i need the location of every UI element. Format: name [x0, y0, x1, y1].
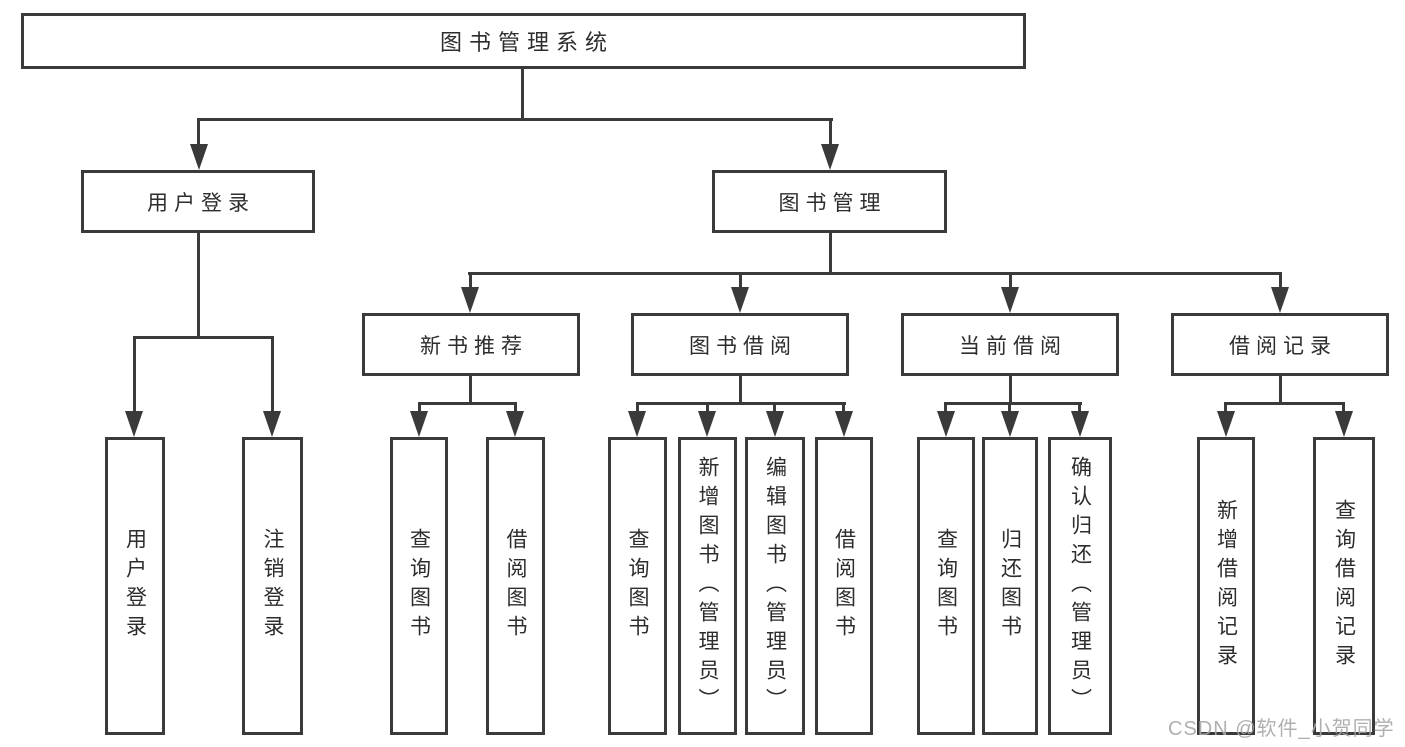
connector-line — [1342, 402, 1345, 416]
arrowhead-down-icon — [125, 411, 143, 437]
leaf-add-books-admin: 新增图书（管理员） — [678, 437, 737, 735]
leaf-label: 查询图书 — [407, 528, 431, 644]
connector-line — [636, 402, 846, 405]
leaf-label: 借阅图书 — [504, 528, 527, 644]
leaf-label: 查询图书 — [934, 528, 958, 644]
arrowhead-down-icon — [731, 287, 749, 313]
connector-line — [521, 69, 524, 121]
leaf-confirm-return-admin: 确认归还（管理员） — [1048, 437, 1112, 735]
connector-line — [418, 402, 517, 405]
node-user-login-group: 用户登录 — [81, 170, 315, 233]
node-label: 用户登录 — [147, 191, 255, 215]
leaf-query-books-borrow: 查询图书 — [608, 437, 667, 735]
connector-line — [842, 402, 845, 416]
leaf-label: 编辑图书（管理员） — [763, 455, 787, 717]
leaf-label: 查询图书 — [626, 528, 649, 644]
arrowhead-down-icon — [461, 287, 479, 313]
node-label: 图书管理 — [778, 191, 887, 215]
leaf-user-login: 用户登录 — [105, 437, 165, 735]
leaf-label: 新增图书（管理员） — [696, 455, 719, 717]
connector-line — [1008, 402, 1011, 416]
leaf-query-books-current: 查询图书 — [917, 437, 975, 735]
node-label: 借阅记录 — [1229, 334, 1337, 358]
leaf-edit-books-admin: 编辑图书（管理员） — [745, 437, 805, 735]
node-current-borrowing: 当前借阅 — [901, 313, 1119, 376]
connector-line — [1224, 402, 1227, 416]
leaf-query-books-recommend: 查询图书 — [390, 437, 448, 735]
arrowhead-down-icon — [410, 411, 428, 437]
leaf-borrow-books: 借阅图书 — [815, 437, 873, 735]
arrowhead-down-icon — [506, 411, 524, 437]
arrowhead-down-icon — [1271, 287, 1289, 313]
connector-line — [1279, 272, 1282, 290]
connector-line — [739, 376, 742, 405]
connector-line — [706, 402, 709, 416]
arrowhead-down-icon — [1001, 411, 1019, 437]
leaf-label: 用户登录 — [123, 528, 147, 644]
connector-line — [271, 336, 274, 414]
leaf-add-borrow-record: 新增借阅记录 — [1197, 437, 1255, 735]
connector-line — [418, 402, 421, 416]
connector-line — [469, 376, 472, 405]
arrowhead-down-icon — [937, 411, 955, 437]
connector-line — [1009, 376, 1012, 405]
connector-line — [945, 402, 1082, 405]
leaf-return-books: 归还图书 — [982, 437, 1038, 735]
connector-line — [469, 272, 472, 290]
arrowhead-down-icon — [766, 411, 784, 437]
leaf-label: 确认归还（管理员） — [1068, 455, 1092, 717]
arrowhead-down-icon — [1001, 287, 1019, 313]
connector-line — [197, 233, 200, 339]
connector-line — [133, 336, 136, 414]
connector-line — [197, 118, 200, 148]
arrowhead-down-icon — [263, 411, 281, 437]
connector-line — [133, 336, 274, 339]
connector-line — [1078, 402, 1081, 416]
arrowhead-down-icon — [628, 411, 646, 437]
leaf-label: 查询借阅记录 — [1332, 499, 1356, 673]
arrowhead-down-icon — [821, 144, 839, 170]
connector-line — [197, 118, 833, 121]
node-label: 图书管理系统 — [439, 30, 614, 55]
arrowhead-down-icon — [1217, 411, 1235, 437]
node-new-book-recommend: 新书推荐 — [362, 313, 580, 376]
node-label: 图书借阅 — [689, 334, 797, 358]
leaf-query-borrow-record: 查询借阅记录 — [1313, 437, 1375, 735]
arrowhead-down-icon — [1335, 411, 1353, 437]
leaf-label: 新增借阅记录 — [1214, 499, 1238, 673]
arrowhead-down-icon — [835, 411, 853, 437]
connector-line — [829, 233, 832, 275]
csdn-watermark: CSDN @软件_小贺同学 — [1168, 718, 1395, 740]
node-label: 当前借阅 — [959, 334, 1067, 358]
connector-line — [1009, 272, 1012, 290]
arrowhead-down-icon — [698, 411, 716, 437]
leaf-label: 注销登录 — [261, 528, 284, 644]
connector-line — [773, 402, 776, 416]
connector-line — [468, 272, 1282, 275]
connector-line — [1279, 376, 1282, 405]
arrowhead-down-icon — [190, 144, 208, 170]
connector-line — [829, 118, 832, 148]
arrowhead-down-icon — [1071, 411, 1089, 437]
connector-line — [514, 402, 517, 416]
connector-line — [636, 402, 639, 416]
leaf-label: 归还图书 — [998, 528, 1022, 644]
connector-line — [1224, 402, 1345, 405]
connector-line — [944, 402, 947, 416]
leaf-logout: 注销登录 — [242, 437, 303, 735]
node-book-management: 图书管理 — [712, 170, 947, 233]
node-label: 新书推荐 — [420, 334, 528, 358]
node-borrowing-records: 借阅记录 — [1171, 313, 1389, 376]
node-library-management-system: 图书管理系统 — [21, 13, 1026, 69]
leaf-label: 借阅图书 — [832, 528, 856, 644]
leaf-borrow-books-recommend: 借阅图书 — [486, 437, 545, 735]
node-book-borrowing: 图书借阅 — [631, 313, 849, 376]
connector-line — [739, 272, 742, 290]
